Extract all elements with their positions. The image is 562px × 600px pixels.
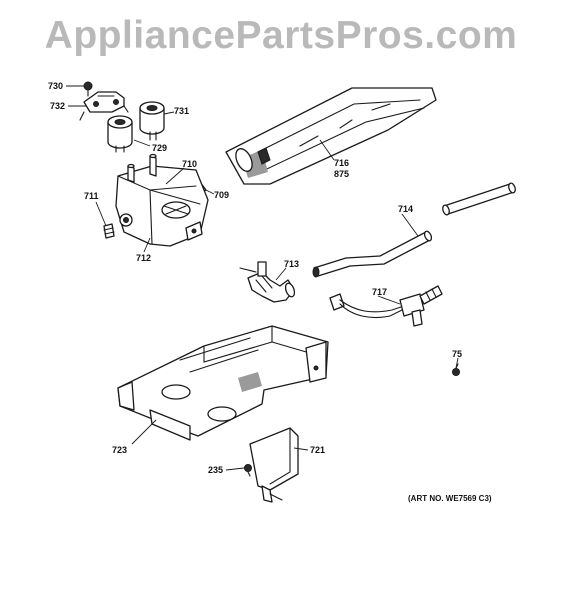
callout-732: 732 xyxy=(50,101,65,111)
callout-709: 709 xyxy=(214,190,229,200)
callout-721: 721 xyxy=(310,445,325,455)
part-235-screw[interactable] xyxy=(244,464,252,477)
part-732-bracket[interactable] xyxy=(79,91,129,121)
part-712-valve[interactable] xyxy=(115,153,209,247)
watermark: AppliancePartsPros.com xyxy=(44,14,518,57)
art-number: (ART NO. WE7569 C3) xyxy=(408,494,492,503)
callout-labels: 730 732 731 729 710 711 709 712 716 875 … xyxy=(48,81,462,475)
callout-710: 710 xyxy=(182,159,197,169)
part-713-fitting[interactable] xyxy=(239,261,296,303)
callout-713: 713 xyxy=(284,259,299,269)
callout-75: 75 xyxy=(452,349,462,359)
callout-712: 712 xyxy=(136,253,151,263)
callout-731: 731 xyxy=(174,106,189,116)
callout-716: 716 xyxy=(334,158,349,168)
callout-875: 875 xyxy=(334,169,349,179)
callout-730: 730 xyxy=(48,81,63,91)
part-75-screw[interactable] xyxy=(452,363,460,376)
part-716-channel[interactable] xyxy=(225,87,437,185)
part-711-screw[interactable] xyxy=(103,223,115,239)
part-714-tube[interactable] xyxy=(312,182,516,278)
callout-729: 729 xyxy=(152,143,167,153)
part-717-harness[interactable] xyxy=(329,285,443,327)
callout-711: 711 xyxy=(84,191,99,201)
part-730-screw[interactable] xyxy=(83,81,93,97)
part-723-plate[interactable] xyxy=(117,325,329,441)
leader-lines xyxy=(66,85,459,471)
callout-235: 235 xyxy=(208,465,223,475)
callout-714: 714 xyxy=(398,204,413,214)
part-721-shield[interactable] xyxy=(249,427,299,503)
part-729-coil[interactable] xyxy=(107,115,133,153)
callout-723: 723 xyxy=(112,445,127,455)
callout-717: 717 xyxy=(372,287,387,297)
part-731-coil[interactable] xyxy=(139,101,165,141)
